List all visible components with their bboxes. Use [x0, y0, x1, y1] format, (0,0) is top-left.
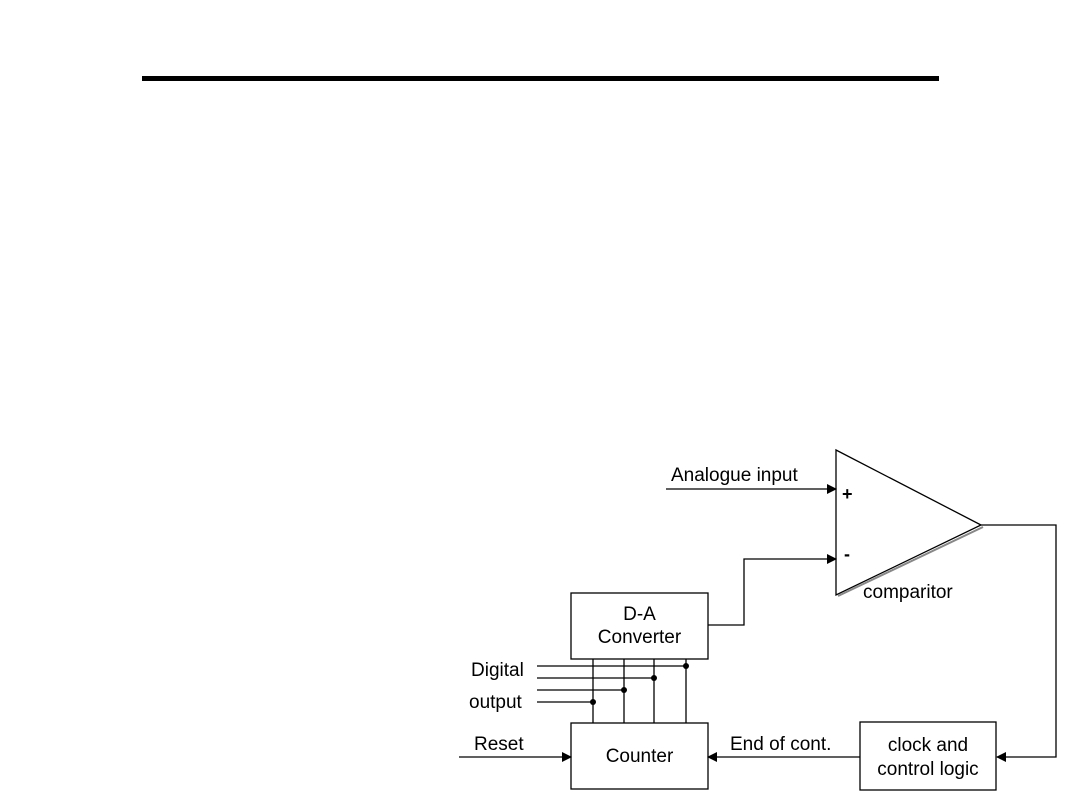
control-logic-label-line1: clock and — [888, 735, 968, 756]
comparator-label: comparitor — [863, 582, 953, 603]
analogue-input-label: Analogue input — [671, 465, 798, 486]
counter-label: Counter — [606, 746, 674, 767]
junction-dot — [683, 663, 689, 669]
reset-label: Reset — [474, 734, 524, 755]
dac-to-comparator-wire — [708, 554, 837, 626]
counter-box — [570, 722, 709, 790]
comparator-to-control-wire — [981, 524, 1057, 762]
control-logic-box — [859, 721, 997, 791]
digital-output-label-line2: output — [469, 692, 523, 713]
comparator-plus-sign: + — [842, 484, 853, 504]
junction-dot — [590, 699, 596, 705]
comparator-shape — [835, 448, 983, 597]
junction-dot — [651, 675, 657, 681]
comparator-shadow — [837, 526, 984, 597]
digital-output-label-line1: Digital — [471, 660, 524, 681]
junction-dot — [621, 687, 627, 693]
end-of-conversion-label: End of cont. — [730, 734, 831, 755]
comparator-minus-sign: - — [844, 544, 850, 564]
title-underline — [142, 76, 939, 81]
dac-box — [570, 592, 709, 660]
dac-label-line2: Converter — [598, 627, 682, 648]
control-logic-label-line2: control logic — [877, 759, 978, 780]
dac-label-line1: D-A — [623, 604, 656, 625]
